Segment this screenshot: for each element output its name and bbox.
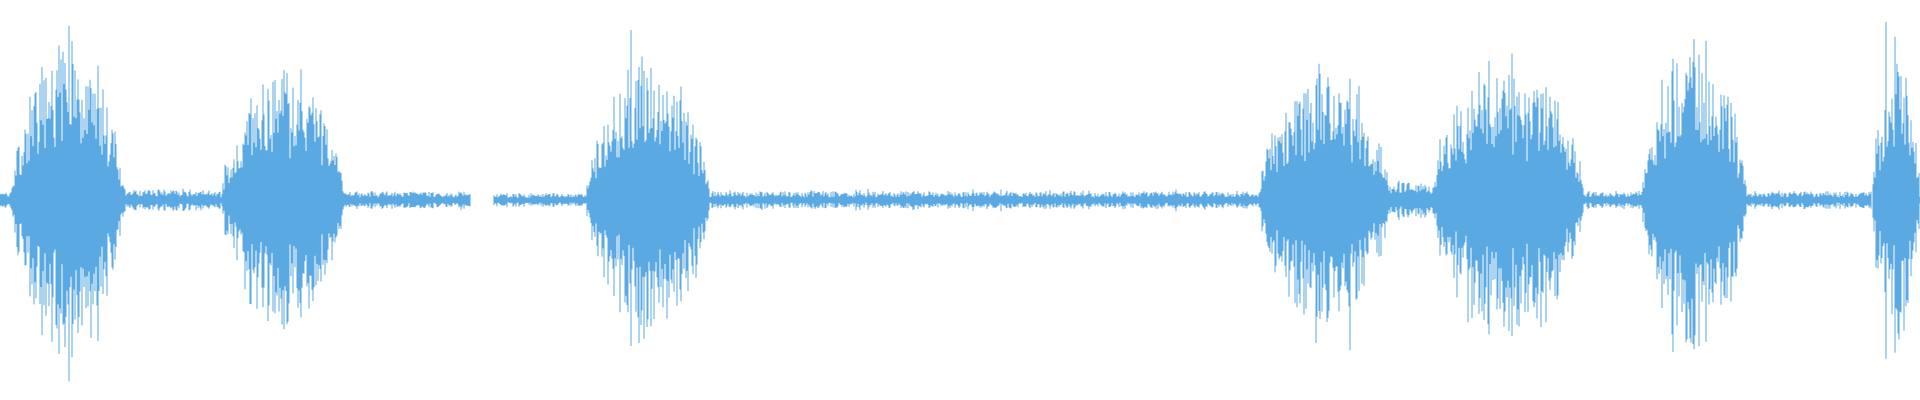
waveform-lines [0,21,1920,382]
waveform-trace [0,21,1920,382]
